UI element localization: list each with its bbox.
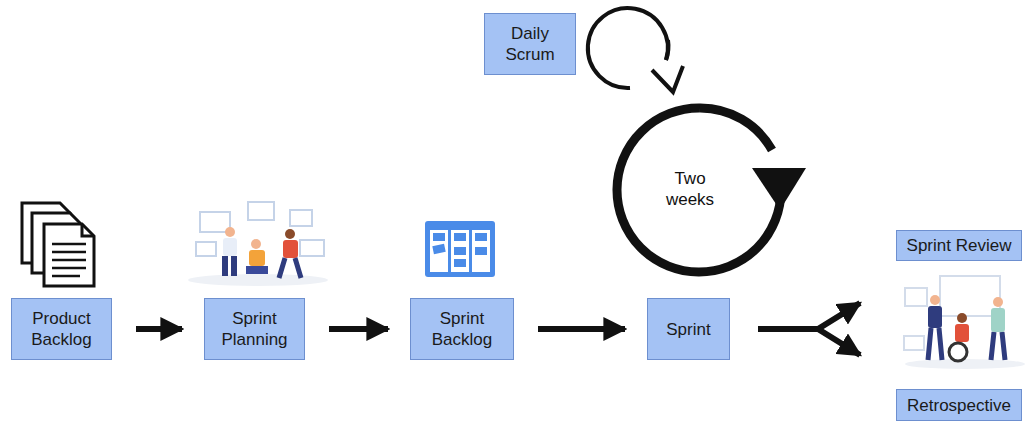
box-label: Retrospective [901, 395, 1017, 416]
box-label: Daily Scrum [485, 23, 575, 65]
duration-label: Two weeks [652, 168, 728, 210]
process-box: Sprint [647, 298, 730, 360]
planning-illustration [188, 202, 328, 286]
box-label: Product Backlog [12, 308, 111, 350]
kanban-board-icon [425, 221, 495, 277]
sprint-cycle-arrow [617, 108, 806, 272]
box-label: Sprint Review [901, 235, 1018, 256]
box-label: Sprint Backlog [411, 308, 513, 350]
flow-arrow [758, 329, 860, 355]
flow-arrow [758, 303, 860, 329]
flow-arrow [538, 326, 625, 332]
flow-arrow [136, 326, 182, 332]
review-illustration [904, 276, 1025, 369]
process-box: Retrospective [896, 389, 1022, 421]
box-label: Sprint Planning [205, 308, 304, 350]
document-stack-icon [22, 203, 94, 286]
box-label: Sprint [660, 319, 716, 340]
process-box: Product Backlog [11, 298, 112, 360]
flow-arrow [329, 326, 388, 332]
process-box: Sprint Backlog [410, 298, 514, 360]
process-box: Sprint Planning [204, 298, 305, 360]
process-box: Daily Scrum [484, 13, 576, 75]
daily-cycle-arrow [588, 8, 683, 92]
process-box: Sprint Review [896, 230, 1022, 261]
